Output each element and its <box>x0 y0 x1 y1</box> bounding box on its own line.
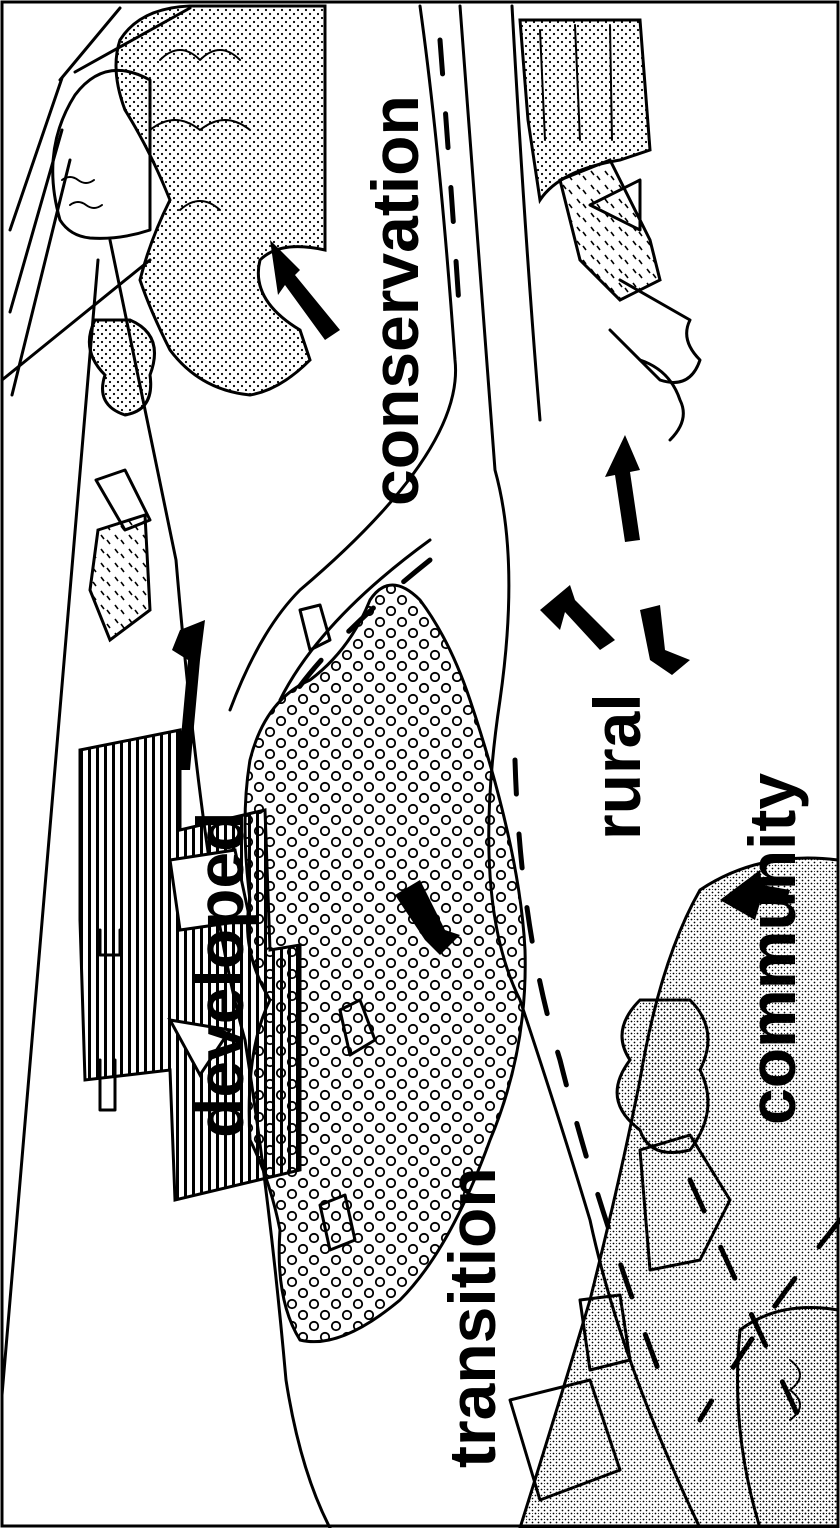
label-transition: transition <box>435 1167 509 1468</box>
arrow-rural-right <box>605 435 640 542</box>
label-rural: rural <box>580 693 654 840</box>
hilltop-house <box>90 470 150 640</box>
label-developed: developed <box>183 812 257 1138</box>
label-conservation: conservation <box>358 95 432 506</box>
arrow-rural-up <box>540 585 615 650</box>
label-community: community <box>735 773 809 1125</box>
rural-farm <box>520 20 700 440</box>
conservation-forest <box>89 6 325 415</box>
arrow-rural-down <box>640 605 690 675</box>
